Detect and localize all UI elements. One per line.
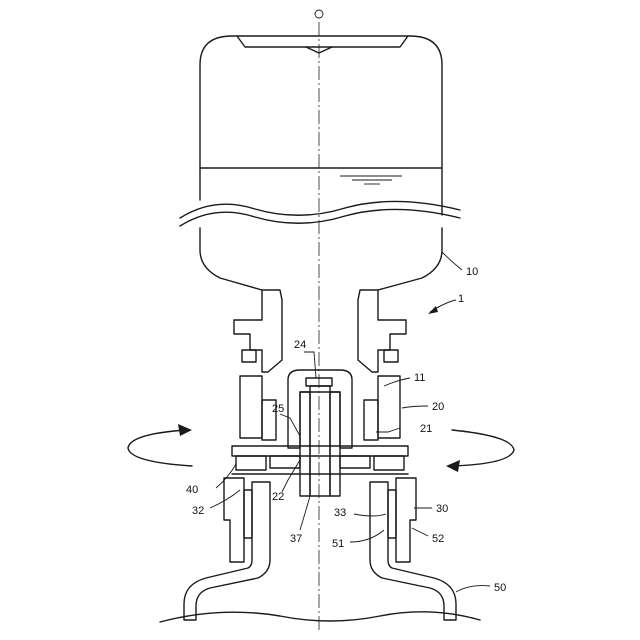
label-11: 11 xyxy=(414,372,425,384)
label-51: 51 xyxy=(332,538,344,550)
bottle-neck-section xyxy=(234,290,406,372)
adapter-40 xyxy=(232,446,408,474)
label-32: 32 xyxy=(192,505,204,517)
label-37: 37 xyxy=(290,533,302,545)
label-52: 52 xyxy=(432,533,444,545)
inner-plug-24 xyxy=(288,370,352,496)
label-50: 50 xyxy=(494,582,506,594)
label-25: 25 xyxy=(272,403,284,415)
label-1: 1 xyxy=(458,293,464,305)
label-21: 21 xyxy=(420,423,432,435)
center-point-mark xyxy=(315,10,323,18)
cap-30 xyxy=(224,478,416,562)
label-20: 20 xyxy=(432,401,444,413)
label-22: 22 xyxy=(272,491,284,503)
label-10: 10 xyxy=(466,266,478,278)
rotation-arrow-left xyxy=(128,424,192,466)
label-30: 30 xyxy=(436,503,448,515)
upper-bottle xyxy=(180,36,460,290)
lower-bottle xyxy=(160,482,480,622)
label-40: 40 xyxy=(186,484,198,496)
label-24: 24 xyxy=(294,339,306,351)
rotation-arrow-right xyxy=(446,430,514,472)
label-33: 33 xyxy=(334,507,346,519)
